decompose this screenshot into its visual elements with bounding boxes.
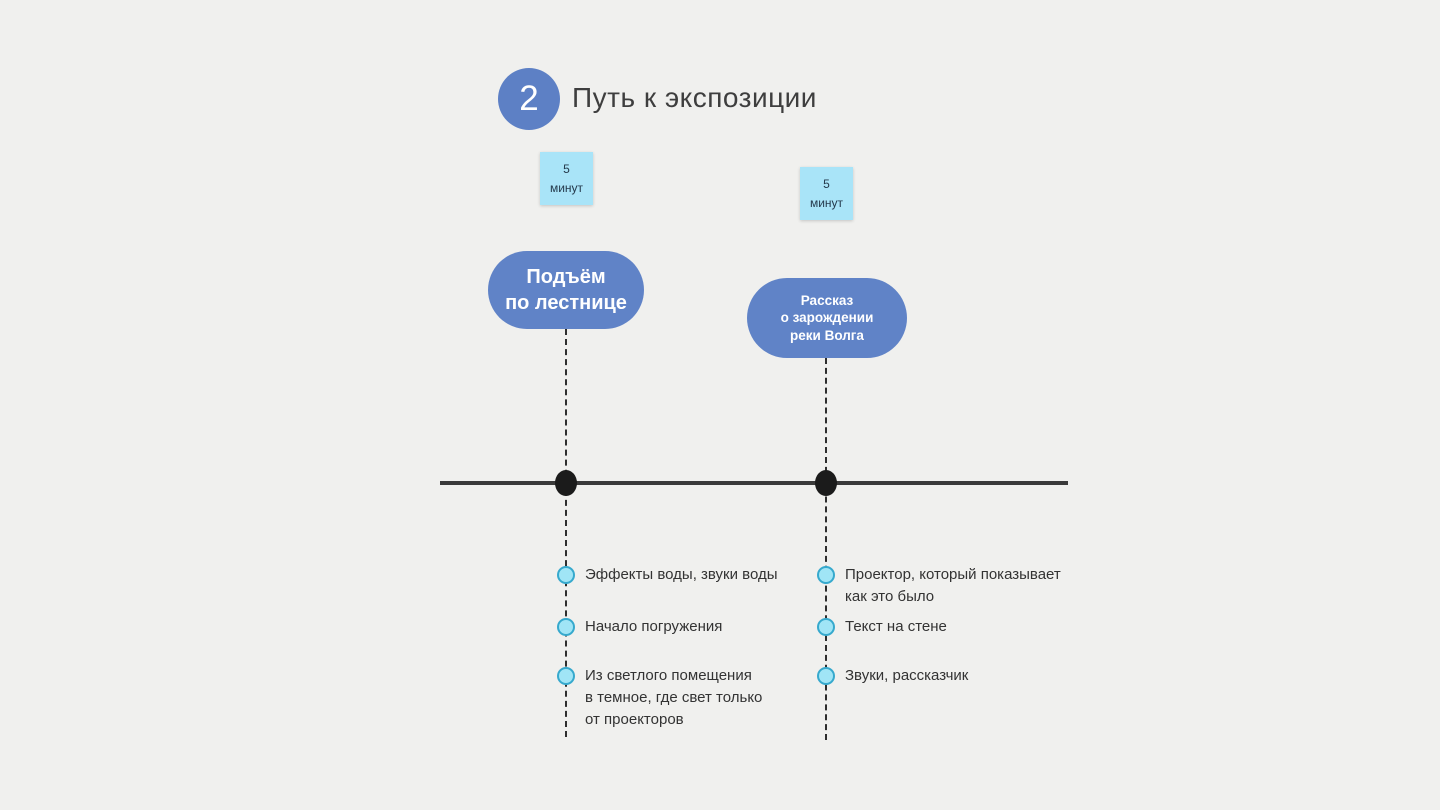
stage-bubble-stairs: Подъём по лестнице	[488, 251, 644, 329]
duration-unit: минут	[549, 180, 584, 195]
note-text: Из светлого помещения в темное, где свет…	[585, 667, 763, 728]
note-item: Начало погружения	[557, 616, 722, 638]
note-text: Текст на стене	[845, 618, 947, 635]
note-text: Начало погружения	[585, 618, 723, 635]
note-item: Текст на стене	[817, 616, 947, 638]
note-item: Эффекты воды, звуки воды	[557, 564, 778, 586]
connector-dashed-line	[825, 358, 827, 740]
note-item: Из светлого помещения в темное, где свет…	[557, 665, 762, 731]
note-text: Проектор, который показывает как это был…	[845, 566, 1061, 605]
note-text: Звуки, рассказчик	[845, 667, 969, 684]
timeline-dot	[815, 470, 837, 496]
bullet-circle-icon	[557, 618, 575, 636]
duration-sticky-stairs: 5 минут	[540, 152, 593, 205]
note-item: Проектор, который показывает как это был…	[817, 564, 1061, 608]
step-badge: 2	[498, 68, 560, 130]
stage-bubble-story: Рассказ о зарождении реки Волга	[747, 278, 907, 358]
timeline-axis	[440, 481, 1068, 485]
bullet-circle-icon	[557, 566, 575, 584]
duration-unit: минут	[809, 195, 844, 210]
duration-sticky-story: 5 минут	[800, 167, 853, 220]
connector-dashed-line	[565, 329, 567, 737]
bullet-circle-icon	[557, 667, 575, 685]
duration-value: 5	[823, 176, 830, 191]
timeline-dot	[555, 470, 577, 496]
duration-value: 5	[563, 161, 570, 176]
bullet-circle-icon	[817, 667, 835, 685]
page-title: Путь к экспозиции	[572, 82, 817, 113]
note-text: Эффекты воды, звуки воды	[585, 566, 778, 583]
bullet-circle-icon	[817, 566, 835, 584]
step-number: 2	[519, 79, 539, 118]
bullet-circle-icon	[817, 618, 835, 636]
note-item: Звуки, рассказчик	[817, 665, 968, 687]
